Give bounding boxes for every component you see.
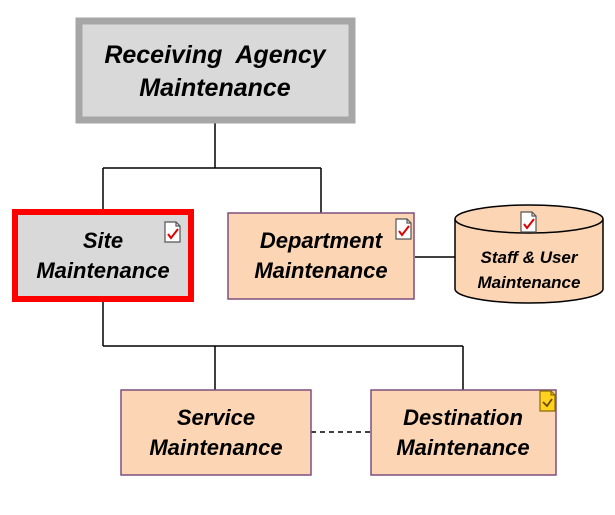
node-department-maintenance[interactable]: Department Maintenance (227, 212, 415, 300)
document-check-icon (520, 211, 537, 233)
node-label-line1: Department (260, 228, 384, 253)
connectors (102, 122, 464, 433)
node-label-line2: Maintenance (149, 435, 282, 460)
node-label-line2: Maintenance (254, 258, 387, 283)
node-label-line2: Maintenance (478, 273, 581, 292)
node-staff-user-maintenance[interactable]: Staff & User Maintenance (454, 204, 604, 304)
document-yellow-icon (539, 390, 556, 412)
node-box-selected (12, 209, 194, 302)
node-box (120, 389, 312, 476)
node-label-line1: Site (83, 228, 123, 253)
node-label-line2: Maintenance (396, 435, 529, 460)
node-label-line1: Staff & User (481, 248, 579, 267)
node-box (370, 389, 557, 476)
document-check-icon (164, 221, 181, 243)
node-label-line2: Maintenance (139, 74, 291, 102)
node-label-line1: Destination (403, 405, 523, 430)
node-box (75, 17, 356, 124)
node-site-maintenance[interactable]: Site Maintenance (12, 209, 194, 302)
node-label-line1: Service (177, 405, 255, 430)
node-service-maintenance[interactable]: Service Maintenance (120, 389, 312, 476)
document-check-icon (395, 218, 412, 240)
node-label-line2: Maintenance (36, 258, 169, 283)
node-label-line1: Receiving Agency (104, 41, 326, 69)
node-box (227, 212, 415, 300)
cylinder-body (454, 219, 604, 304)
node-receiving-agency-maintenance[interactable]: Receiving Agency Maintenance (75, 17, 356, 124)
node-destination-maintenance[interactable]: Destination Maintenance (370, 389, 557, 476)
